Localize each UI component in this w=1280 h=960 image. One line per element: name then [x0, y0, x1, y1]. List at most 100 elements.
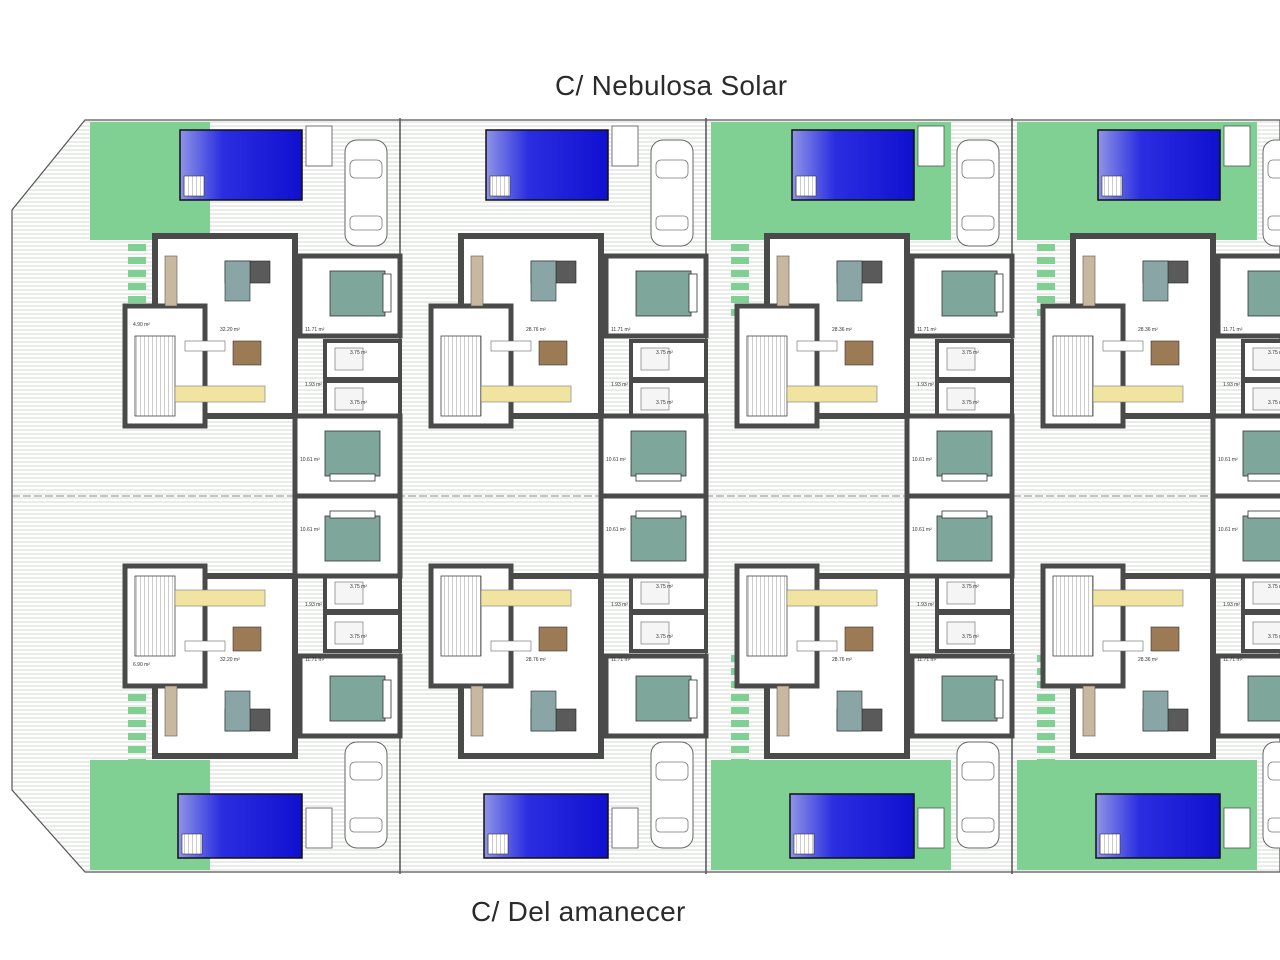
pool-steps — [181, 833, 203, 855]
stepping-stone — [1037, 166, 1055, 173]
stepping-stone — [731, 772, 749, 779]
hall-area-label: 1.93 m² — [1223, 602, 1240, 608]
stepping-stone — [731, 270, 749, 277]
staircase — [746, 575, 788, 657]
car-rear-window — [961, 215, 995, 231]
staircase — [440, 575, 482, 657]
tv-unit — [1082, 255, 1096, 307]
stepping-stone — [1037, 798, 1055, 805]
pool-pump-box — [1223, 125, 1251, 167]
bathroom-2-area-label: 3.75 m² — [656, 584, 673, 590]
bed-2 — [630, 430, 687, 477]
stepping-stone — [731, 244, 749, 251]
bed-1 — [1247, 270, 1280, 317]
stepping-stone — [128, 850, 146, 857]
bed-1-pillows — [382, 273, 392, 313]
stepping-stone — [731, 166, 749, 173]
staircase — [440, 335, 482, 417]
bedroom-2-area-label: 10.61 m² — [300, 527, 320, 533]
stepping-stone — [1037, 694, 1055, 701]
stepping-stone — [731, 707, 749, 714]
armchair — [530, 260, 557, 302]
stepping-stone — [731, 153, 749, 160]
kitchen-island — [184, 640, 226, 652]
bedroom-1-area-label: 11.71 m² — [917, 657, 937, 663]
stepping-stone — [1037, 257, 1055, 264]
pool-steps — [795, 175, 817, 197]
stepping-stone — [128, 179, 146, 186]
dining-table — [232, 626, 262, 652]
kitchen-counter — [480, 589, 572, 607]
bed-2-pillows — [635, 510, 682, 519]
stepping-stone — [1037, 824, 1055, 831]
staircase — [134, 575, 176, 657]
hall-area-label: 1.93 m² — [305, 602, 322, 608]
stepping-stone — [731, 720, 749, 727]
stepping-stone — [128, 283, 146, 290]
pool-steps — [1101, 175, 1123, 197]
stepping-stone — [128, 244, 146, 251]
kitchen-counter — [174, 385, 266, 403]
stepping-stone — [1037, 811, 1055, 818]
living-area-label: 28.36 m² — [832, 327, 852, 333]
stepping-stone — [1037, 244, 1055, 251]
armchair — [224, 260, 251, 302]
pool-pump-box — [305, 807, 333, 849]
stepping-stone — [1037, 218, 1055, 225]
stepping-stone — [128, 296, 146, 303]
bed-1-pillows — [994, 679, 1004, 719]
street-label-north: C/ Nebulosa Solar — [555, 70, 788, 101]
bedroom-2-area-label: 10.61 m² — [606, 527, 626, 533]
stepping-stone — [1037, 720, 1055, 727]
tv-unit — [1082, 685, 1096, 737]
shower-tray — [1252, 621, 1280, 645]
pool-pump-box — [305, 125, 333, 167]
bed-1 — [635, 675, 692, 722]
stepping-stone — [128, 205, 146, 212]
stepping-stone — [1037, 179, 1055, 186]
tv-unit — [164, 255, 178, 307]
stepping-stone — [731, 694, 749, 701]
staircase — [1052, 575, 1094, 657]
stepping-stone — [128, 785, 146, 792]
stepping-stone — [128, 824, 146, 831]
car-rear-window — [349, 215, 383, 231]
bedroom-1-area-label: 11.71 m² — [305, 327, 325, 333]
bathroom-1-area-label: 3.75 m² — [656, 634, 673, 640]
armchair — [1142, 690, 1169, 732]
stepping-stone — [128, 153, 146, 160]
armchair — [836, 690, 863, 732]
bed-1-pillows — [994, 273, 1004, 313]
shower-tray — [640, 581, 670, 605]
pool-steps — [183, 175, 205, 197]
tv-unit — [164, 685, 178, 737]
bathroom-2-area-label: 3.75 m² — [1268, 400, 1280, 406]
tv-unit — [776, 685, 790, 737]
hall-area-label: 1.93 m² — [611, 382, 628, 388]
kitchen-counter — [786, 589, 878, 607]
hall-area-label: 1.93 m² — [305, 382, 322, 388]
tv-unit — [776, 255, 790, 307]
kitchen-island — [490, 340, 532, 352]
stepping-stone — [128, 192, 146, 199]
pool-steps — [793, 833, 815, 855]
stepping-stone — [128, 218, 146, 225]
bathroom-1-area-label: 3.75 m² — [962, 634, 979, 640]
stepping-stone — [1037, 837, 1055, 844]
bedroom-1-area-label: 11.71 m² — [1223, 327, 1243, 333]
bed-1-pillows — [382, 679, 392, 719]
bathroom-2-area-label: 3.75 m² — [350, 584, 367, 590]
stepping-stone — [128, 837, 146, 844]
kitchen-counter — [1092, 589, 1184, 607]
stepping-stone — [1037, 270, 1055, 277]
bed-1 — [1247, 675, 1280, 722]
stepping-stone — [1037, 296, 1055, 303]
stepping-stone — [731, 824, 749, 831]
bed-2-pillows — [941, 473, 988, 482]
stepping-stone — [128, 811, 146, 818]
pool-pump-box — [1223, 807, 1251, 849]
stepping-stone — [731, 798, 749, 805]
